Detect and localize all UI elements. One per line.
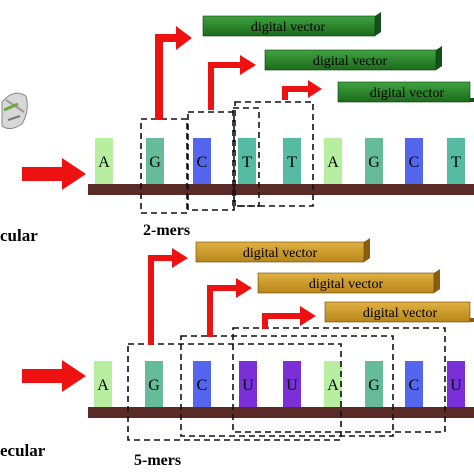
bottom-nucleotides: A G C U U A G C U <box>94 361 465 407</box>
nucleotide-letter: G <box>368 154 380 171</box>
nucleotide-block <box>283 361 301 407</box>
nucleotide-block <box>145 361 163 407</box>
nucleotide-block <box>324 361 342 407</box>
top-nucleotides: A G C T T A G C T <box>95 138 465 184</box>
vector-arrow <box>155 26 192 120</box>
input-arrow <box>22 158 86 190</box>
nucleotide-block <box>193 361 211 407</box>
nucleotide-letter: A <box>98 154 110 171</box>
nucleotide-letter: T <box>287 154 297 171</box>
vector-arrow <box>148 248 188 345</box>
input-arrow <box>22 360 86 392</box>
digital-vector-label: digital vector <box>370 86 445 101</box>
nucleotide-letter: C <box>409 154 420 171</box>
vector-arrows <box>148 248 316 345</box>
vector-arrow <box>282 80 322 100</box>
nucleotide-letter: G <box>148 377 160 394</box>
side-label: ecular <box>0 441 46 460</box>
nucleotide-letter: C <box>409 377 420 394</box>
kmer-windows <box>140 101 314 214</box>
digital-vectors: digital vector digital vector digital ve… <box>195 238 474 323</box>
nucleotide-block <box>447 361 465 407</box>
nucleotide-letter: U <box>286 377 298 394</box>
nucleotide-block <box>365 361 383 407</box>
nucleotide-letter: A <box>327 377 339 394</box>
nucleotide-block <box>324 138 342 184</box>
side-label: cular <box>0 226 38 245</box>
digital-vector-bar <box>257 272 435 294</box>
kmer-window <box>140 118 188 214</box>
digital-vector-bar <box>337 81 471 103</box>
molecule-sketch <box>1 92 28 130</box>
nucleotide-block <box>193 138 211 184</box>
digital-vector-label: digital vector <box>243 246 318 261</box>
nucleotide-letter: A <box>97 377 109 394</box>
digital-vector-bar <box>264 49 437 71</box>
digital-vectors: digital vector digital vector digital ve… <box>202 12 474 103</box>
vector-arrow <box>208 55 256 110</box>
kmer-window <box>232 107 260 207</box>
vector-bar-depth <box>436 46 442 70</box>
kmer-window <box>232 327 446 433</box>
nucleotide-block <box>283 138 301 184</box>
nucleotide-block <box>405 138 423 184</box>
nucleotide-letter: A <box>327 154 339 171</box>
nucleotide-letter: C <box>197 154 208 171</box>
dna-backbone <box>88 407 474 418</box>
nucleotide-block <box>447 138 465 184</box>
digital-vector-label: digital vector <box>251 20 326 35</box>
nucleotide-block <box>238 138 256 184</box>
digital-vector-label: digital vector <box>313 54 388 69</box>
kmer-windows <box>127 327 446 441</box>
nucleotide-letter: C <box>197 377 208 394</box>
kmer-window <box>234 101 314 207</box>
digital-vector-bar <box>324 301 471 323</box>
nucleotide-block <box>94 361 112 407</box>
digital-vector-label: digital vector <box>309 277 384 292</box>
nucleotide-block <box>239 361 257 407</box>
nucleotide-letter: T <box>242 154 252 171</box>
kmer-window <box>187 111 235 211</box>
nucleotide-block <box>365 138 383 184</box>
kmer-window <box>127 343 342 441</box>
top-panel: A G C T T A G C T <box>0 12 474 245</box>
nucleotide-letter: U <box>242 377 254 394</box>
nucleotide-letter: U <box>450 377 462 394</box>
digital-vector-label: digital vector <box>363 306 438 321</box>
digital-vector-bar <box>202 15 376 37</box>
kmer-label: 2-mers <box>143 222 190 239</box>
nucleotide-block <box>95 138 113 184</box>
nucleotide-letter: T <box>451 154 461 171</box>
bottom-panel: A G C U U A G C U <box>0 238 474 469</box>
nucleotide-letter: G <box>149 154 161 171</box>
vector-bar-depth <box>434 269 440 293</box>
digital-vector-bar <box>195 241 365 263</box>
vector-arrows <box>155 26 322 120</box>
vector-arrow <box>207 278 252 337</box>
vector-arrow <box>262 306 316 329</box>
nucleotide-block <box>146 138 164 184</box>
vector-bar-depth <box>375 12 381 36</box>
dna-backbone <box>88 184 474 195</box>
nucleotide-letter: G <box>368 377 380 394</box>
kmer-window <box>180 335 394 437</box>
nucleotide-block <box>405 361 423 407</box>
kmer-label: 5-mers <box>134 452 181 469</box>
vector-bar-depth <box>364 238 370 262</box>
